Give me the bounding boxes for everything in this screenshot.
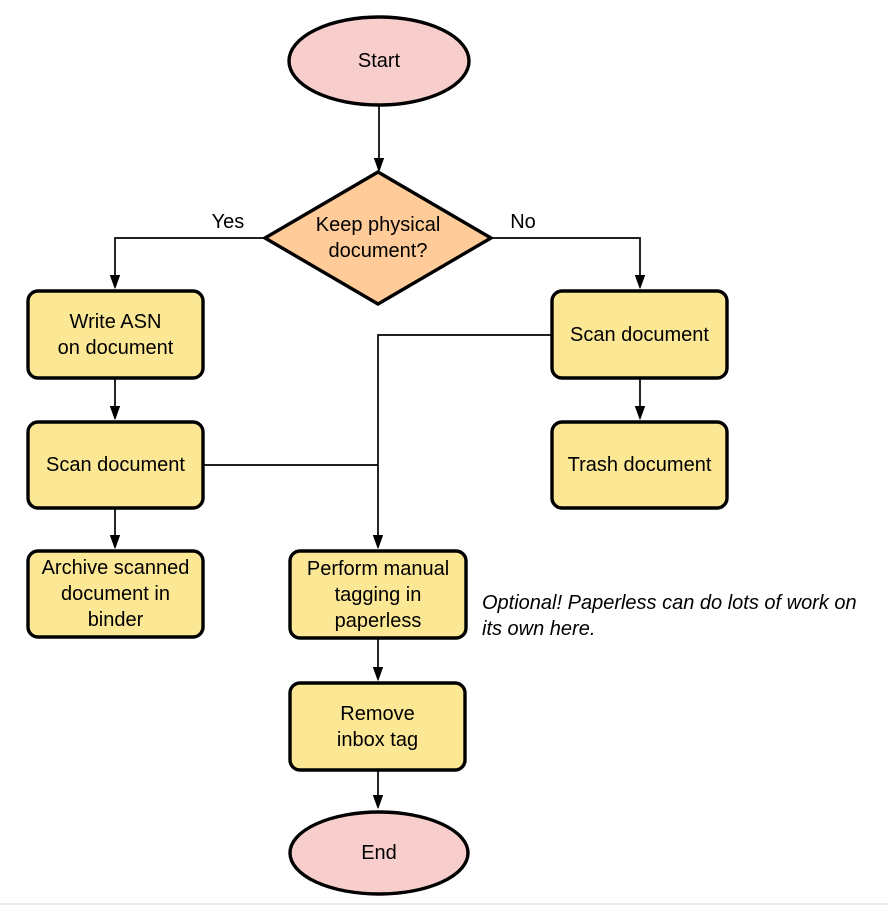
end-node-label: End [361,842,397,864]
scan-right-node-shape [550,289,729,380]
start-node-shape [287,15,471,107]
trash-node-label: Trash document [567,454,712,476]
no-edge-label: No [510,211,536,233]
edge-scan-right-to-tagging [378,334,552,547]
decision-node-label: Keep physical document? [315,214,441,262]
scan-right-node-label: Scan document [570,323,709,346]
scan-left-node-shape [26,420,205,510]
tagging-node-label: Perform manual tagging in paperless [306,557,450,632]
start-node-label: Start [357,50,401,72]
write-asn-node-label: Write ASN on document [57,310,174,359]
bottom-edge-line [0,903,888,905]
tagging-node-shape [288,549,468,640]
yes-edge-label: Yes [211,211,245,233]
scan-left-node-label: Scan document [46,454,185,476]
edge-decision-no [491,237,640,287]
archive-node-label: Archive scanned document in binder [41,557,190,631]
archive-node-shape [26,549,205,639]
decision-node-shape [261,170,495,306]
remove-inbox-node-label: Remove inbox tag [336,702,419,751]
write-asn-node-shape [26,289,205,380]
trash-node-shape [550,420,729,510]
remove-inbox-node-shape [288,681,467,772]
optional-note: Optional! Paperless can do lots of work … [482,592,857,640]
edge-decision-yes [115,237,265,287]
end-node-shape [288,810,470,896]
